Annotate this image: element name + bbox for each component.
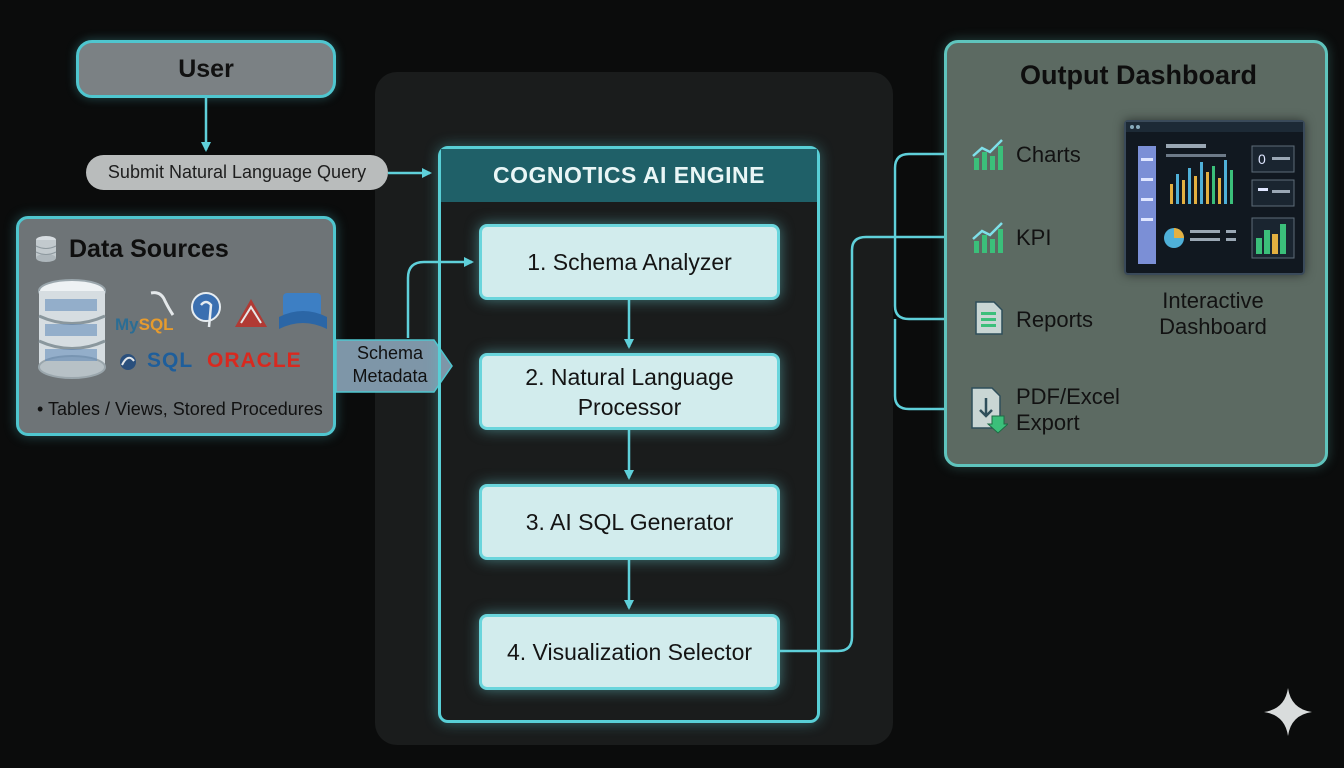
svg-text:0: 0	[1258, 151, 1266, 167]
data-sources-title: Data Sources	[69, 235, 229, 263]
chart-icon	[972, 139, 1003, 170]
database-stack-icon	[38, 279, 106, 379]
output-dashboard-title: Output Dashboard	[1020, 60, 1257, 90]
download-document-icon	[971, 387, 1008, 434]
dashboard-preview: 0	[1124, 120, 1305, 275]
oracle-logo: ORACLE	[207, 349, 302, 372]
step-ai-sql-generator: 3. AI SQL Generator	[479, 484, 780, 560]
user-node: User	[76, 40, 336, 98]
sql-server-icon	[235, 299, 267, 327]
sparkle-icon	[1264, 688, 1312, 736]
output-kpi-label: KPI	[1016, 225, 1052, 250]
schema-metadata-arrow	[336, 339, 453, 393]
postgresql-icon	[191, 292, 221, 328]
engine-title: COGNOTICS AI ENGINE	[441, 149, 817, 202]
output-charts-label: Charts	[1016, 142, 1081, 167]
mysql-logo: MySQL	[115, 315, 174, 334]
sql-logo: SQL	[147, 349, 194, 372]
engine-frame	[438, 146, 820, 723]
step-visualization-selector: 4. Visualization Selector	[479, 614, 780, 690]
step-schema-analyzer: 1. Schema Analyzer	[479, 224, 780, 300]
database-icon	[35, 236, 57, 262]
sql-logo-icon	[120, 354, 136, 370]
kpi-chart-icon	[972, 222, 1003, 253]
data-sources-bullet: • Tables / Views, Stored Procedures	[37, 399, 323, 419]
cloud-database-icon	[279, 293, 327, 329]
dashboard-preview-graphic: 0	[1126, 122, 1303, 264]
query-label: Submit Natural Language Query	[86, 155, 388, 190]
dolphin-icon	[150, 291, 175, 316]
document-icon	[975, 301, 1003, 335]
output-reports-label: Reports	[1016, 307, 1094, 332]
data-sources-box: Data Sources MySQL SQL ORACLE • Tables /…	[16, 216, 336, 436]
